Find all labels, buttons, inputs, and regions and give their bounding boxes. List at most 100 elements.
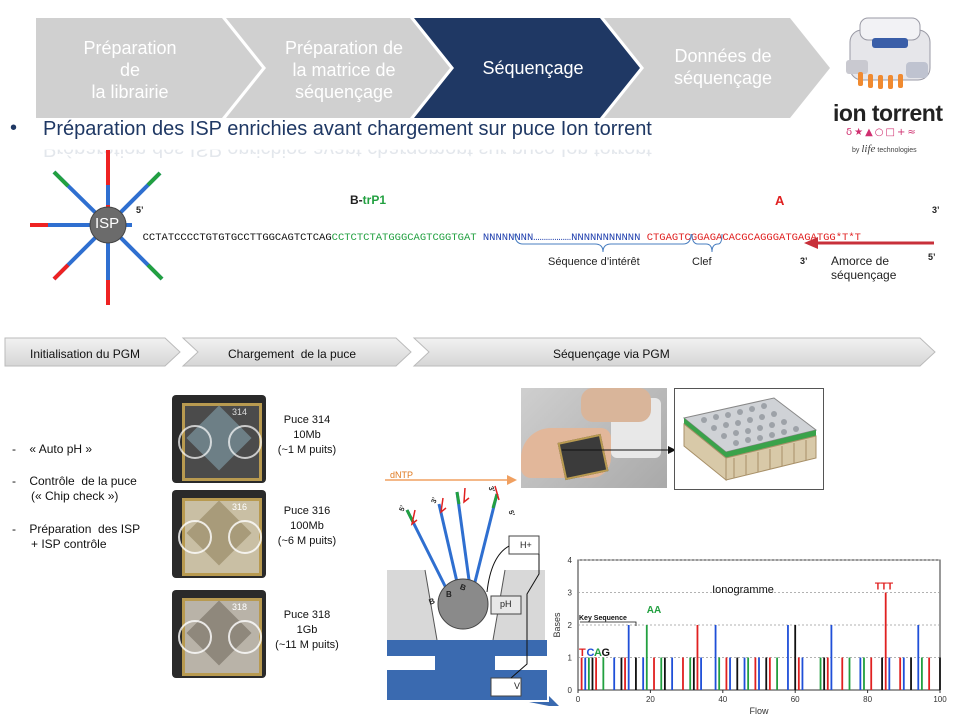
isp-bead-diagram [30, 150, 164, 305]
flow-bar [823, 657, 826, 690]
y-tick-label: 4 [568, 556, 573, 565]
flow-bar [910, 657, 912, 690]
flow-bar [797, 657, 800, 690]
chevron-step-3 [414, 18, 640, 118]
key-sequence-bracket [580, 621, 637, 626]
flow-bar [689, 657, 692, 690]
flow-bar [765, 657, 768, 690]
key-letter-t: T [579, 647, 586, 659]
adapter-label: B-trP1 [350, 193, 387, 207]
flow-bar [653, 657, 655, 690]
flow-bar [794, 625, 797, 690]
brand-symbols: δ★▲○□+≈ [846, 127, 918, 138]
workflow-label-1: Initialisation du PGM [30, 347, 141, 361]
chip-mark-318: 318 [232, 602, 248, 612]
flow-bar [848, 657, 851, 690]
process-chevrons [36, 18, 830, 118]
flow-bar [754, 657, 757, 690]
voltage-label: V [514, 681, 521, 691]
flow-bar [921, 657, 923, 690]
workflow-chevrons [4, 337, 936, 367]
flow-bar [624, 657, 626, 690]
construct-sequence: CCTATCCCCTGTGTGCCTTGGCAGTCTCAGCCTCTCTATG… [142, 232, 861, 244]
flow-bar [787, 625, 789, 690]
flow-bar [718, 657, 721, 690]
flow-bar [776, 657, 778, 690]
flow-bar [830, 625, 833, 690]
primer-site-label: A [775, 193, 785, 208]
init-item-2: - Contrôle de la puce (« Chip check ») [12, 474, 137, 503]
y-axis-label: Bases [552, 612, 562, 638]
x-tick-label: 0 [576, 695, 581, 704]
chevron-step-2 [226, 18, 450, 118]
flow-bar [645, 625, 648, 690]
isp-bead-label: ISP [95, 215, 120, 232]
five-prime-left: 5’ [136, 205, 144, 215]
key-letter-g: G [602, 647, 611, 659]
brand-name: ion torrent [833, 100, 943, 126]
flow-bar [870, 657, 873, 690]
flow-bar [819, 657, 822, 690]
brand-byline: by life technologies [852, 143, 917, 155]
chevron-step-4 [604, 18, 830, 118]
y-tick-label: 2 [568, 621, 573, 630]
flow-bar [613, 657, 616, 690]
flow-bar [747, 657, 750, 690]
workflow-label-3: Séquençage via PGM [553, 347, 670, 361]
chip-image-314: 314 [172, 395, 266, 483]
zoom-arrow [562, 446, 676, 454]
ph-label: pH [500, 599, 512, 609]
primer-five-prime: 5’ [928, 252, 936, 262]
bullet-icon: • [10, 117, 18, 139]
key-label: Clef [692, 256, 712, 268]
flow-bar [917, 625, 920, 690]
three-prime-right: 3’ [932, 205, 940, 215]
x-axis-label: Flow [749, 706, 769, 716]
y-tick-label: 1 [568, 654, 573, 663]
ttt-annotation: TTT [875, 582, 893, 593]
flow-bar [939, 657, 941, 690]
chip-image-316: 316 [172, 490, 266, 578]
flow-bar [580, 657, 583, 690]
sequencing-primer-arrow [804, 237, 934, 249]
key-sequence-label: Key Sequence [579, 615, 627, 622]
flow-bar [826, 657, 829, 690]
flow-bar [881, 657, 883, 690]
subtitle: Préparation des ISP enrichies avant char… [43, 118, 652, 140]
flow-bar [888, 657, 891, 690]
flow-bar [736, 657, 739, 690]
workflow-step-1 [4, 337, 181, 367]
step-3-label: Séquençage [482, 58, 584, 78]
flow-bar [884, 592, 887, 690]
flow-bar [859, 657, 862, 690]
flow-bar [620, 657, 623, 690]
workflow-step-3 [412, 337, 936, 367]
strand-label-2: B [446, 590, 452, 599]
flow-bar [902, 657, 905, 690]
chip-mark-316: 316 [232, 502, 248, 512]
construct-braces [514, 233, 723, 253]
insert-label: Séquence d’intérêt [548, 256, 640, 268]
flow-bar [696, 625, 699, 690]
flow-bar [768, 657, 771, 690]
flow-bar [725, 657, 728, 690]
flow-bar [758, 657, 760, 690]
key-letter-c: C [587, 647, 595, 659]
x-tick-label: 80 [863, 695, 872, 704]
flow-bar [801, 657, 804, 690]
init-item-1: - « Auto pH » [12, 442, 93, 456]
chip-loading-photo [521, 388, 667, 488]
pgm-machine-image [846, 17, 931, 89]
flow-bar [627, 625, 630, 690]
flow-bar [928, 657, 931, 690]
workflow-step-2 [181, 337, 412, 367]
flow-bar [635, 657, 637, 690]
